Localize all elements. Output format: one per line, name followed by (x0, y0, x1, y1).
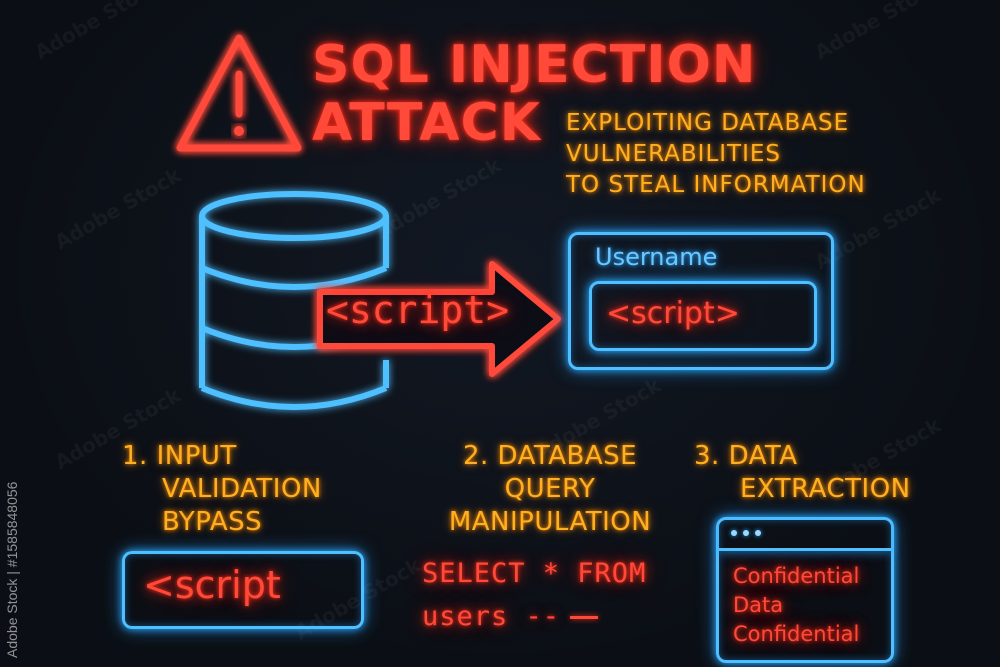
page-title: SQL INJECTION ATTACK (312, 36, 832, 152)
confidential-line: Confidential (733, 564, 860, 588)
subtitle-line: TO STEAL INFORMATION (566, 172, 866, 198)
step-2-line: MANIPULATION (448, 507, 652, 537)
step-3-line: 3. DATA (694, 441, 798, 471)
step-1-line: 1. INPUT (122, 441, 237, 471)
step-2-line: 2. DATABASE (462, 441, 638, 471)
sql-code-snippet: SELECT * FROM users -- (422, 552, 646, 638)
username-label: Username (595, 243, 718, 271)
sql-code-line: users -- (422, 595, 646, 638)
login-form-illustration: Username <script> (568, 232, 834, 370)
sql-code-line: SELECT * FROM (422, 558, 647, 589)
arrow-label: <script> (326, 288, 510, 332)
step-2-title: 2. DATABASE QUERY MANIPULATION (420, 440, 680, 539)
title-line-2: ATTACK (312, 93, 542, 153)
step-1-line: VALIDATION (162, 474, 322, 504)
subtitle-line: EXPLOITING DATABASE (566, 110, 850, 136)
browser-titlebar (719, 520, 891, 551)
username-input[interactable]: <script> (589, 281, 817, 351)
confidential-line: Confidential (733, 622, 860, 646)
confidential-data: Confidential Data Confidential (733, 562, 859, 649)
confidential-line: Data (733, 593, 784, 617)
step-2-line: QUERY (504, 474, 596, 504)
subtitle-line: VULNERABILITIES (566, 141, 782, 167)
warning-triangle-icon (176, 34, 302, 152)
step-1-input-value: <script (143, 563, 281, 607)
username-input-value: <script> (606, 296, 740, 331)
side-watermark: Adobe Stock | #1585848056 (4, 481, 20, 658)
subtitle: EXPLOITING DATABASE VULNERABILITIES TO S… (566, 108, 896, 201)
step-3-title: 3. DATA EXTRACTION (694, 440, 934, 506)
watermark-text: Adobe Stock (31, 0, 166, 64)
step-1-input-box: <script (122, 551, 364, 629)
title-line-1: SQL INJECTION (312, 35, 757, 95)
step-3-line: EXTRACTION (740, 474, 911, 504)
arrow-right-icon (317, 261, 561, 377)
window-dot-icon (731, 530, 737, 536)
step-1-line: BYPASS (162, 507, 263, 537)
window-dot-icon (755, 530, 761, 536)
window-dot-icon (743, 530, 749, 536)
watermark-text: Adobe Stock (51, 163, 186, 255)
comment-dash-icon (570, 616, 599, 619)
step-1-title: 1. INPUT VALIDATION BYPASS (122, 440, 362, 539)
browser-window-icon: Confidential Data Confidential (716, 517, 894, 663)
sql-code-line-text: users -- (422, 601, 561, 632)
